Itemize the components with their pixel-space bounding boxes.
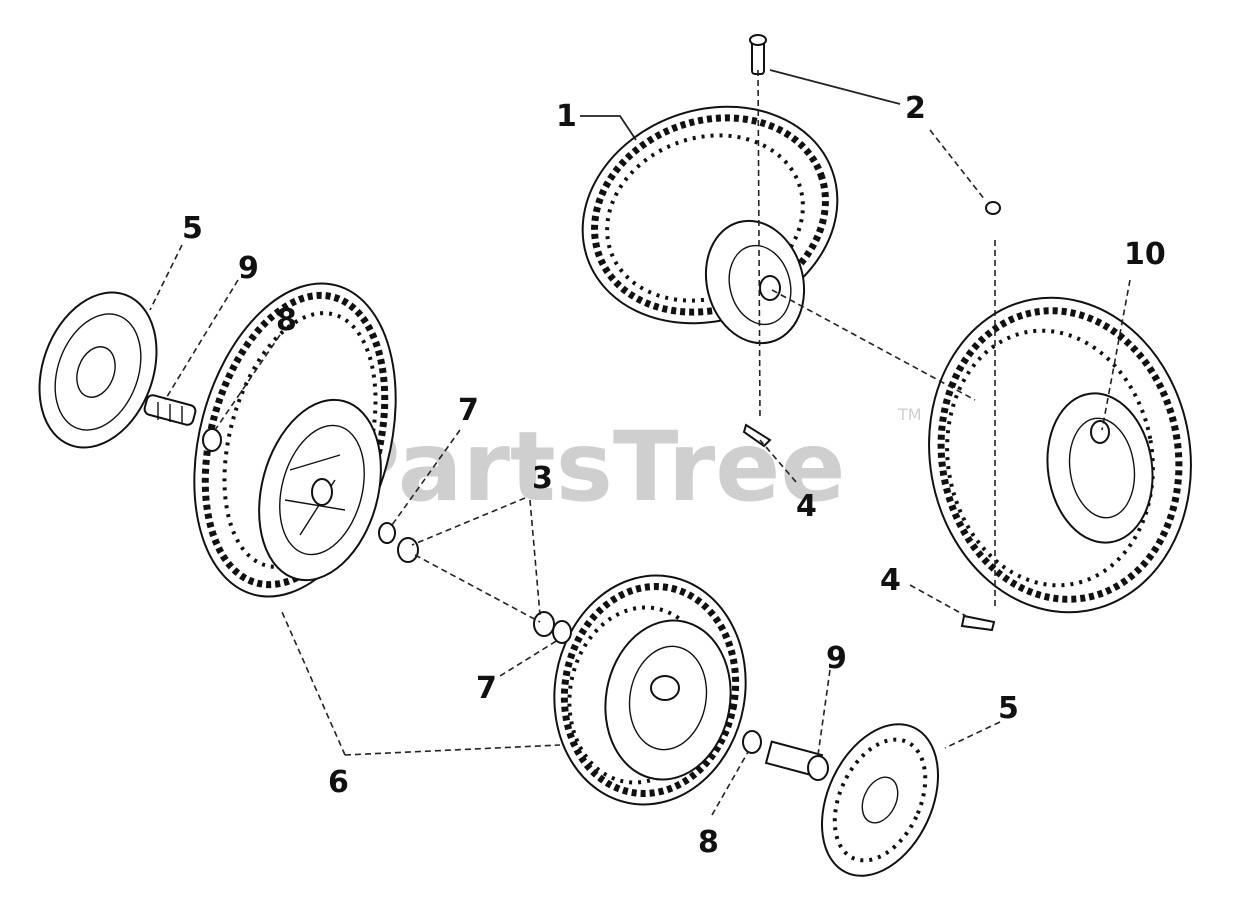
callout-4-right: 4 [880,563,901,598]
front-wheel-left [193,282,397,598]
axle-bolt-left [143,394,197,426]
callout-8-lower: 8 [698,825,719,860]
rear-wheel-left [581,105,839,345]
watermark-trademark: TM [897,405,922,424]
callout-10: 10 [1124,237,1166,272]
pin-top [749,34,767,75]
callout-7-upper: 7 [458,393,479,428]
pin-right [985,201,1001,215]
clip-right [960,614,996,632]
bushing-left [202,428,222,452]
watermark-text: PartsTree [330,411,845,523]
washer-right [552,620,572,644]
callout-8-upper: 8 [276,303,297,338]
axle-bolt-right [764,740,829,781]
bushing-right [742,730,762,754]
callout-2: 2 [905,91,926,126]
washer-left [378,522,396,544]
callout-7-lower: 7 [476,671,497,706]
callout-1: 1 [556,99,577,134]
hub-cap-right [820,723,940,877]
hub-cap-left [38,291,158,449]
front-wheel-right [553,574,747,806]
clip-center [742,423,772,448]
callout-9-lower: 9 [826,641,847,676]
callout-3: 3 [532,461,553,496]
callout-5-left: 5 [182,211,203,246]
nut-right [533,611,555,637]
callout-6: 6 [328,765,349,800]
leader-lines [149,69,1131,816]
callout-4-center: 4 [796,489,817,524]
rear-wheel-right [928,296,1192,614]
callout-5-right: 5 [998,691,1019,726]
nut-left [397,537,419,563]
callout-9-upper: 9 [238,251,259,286]
